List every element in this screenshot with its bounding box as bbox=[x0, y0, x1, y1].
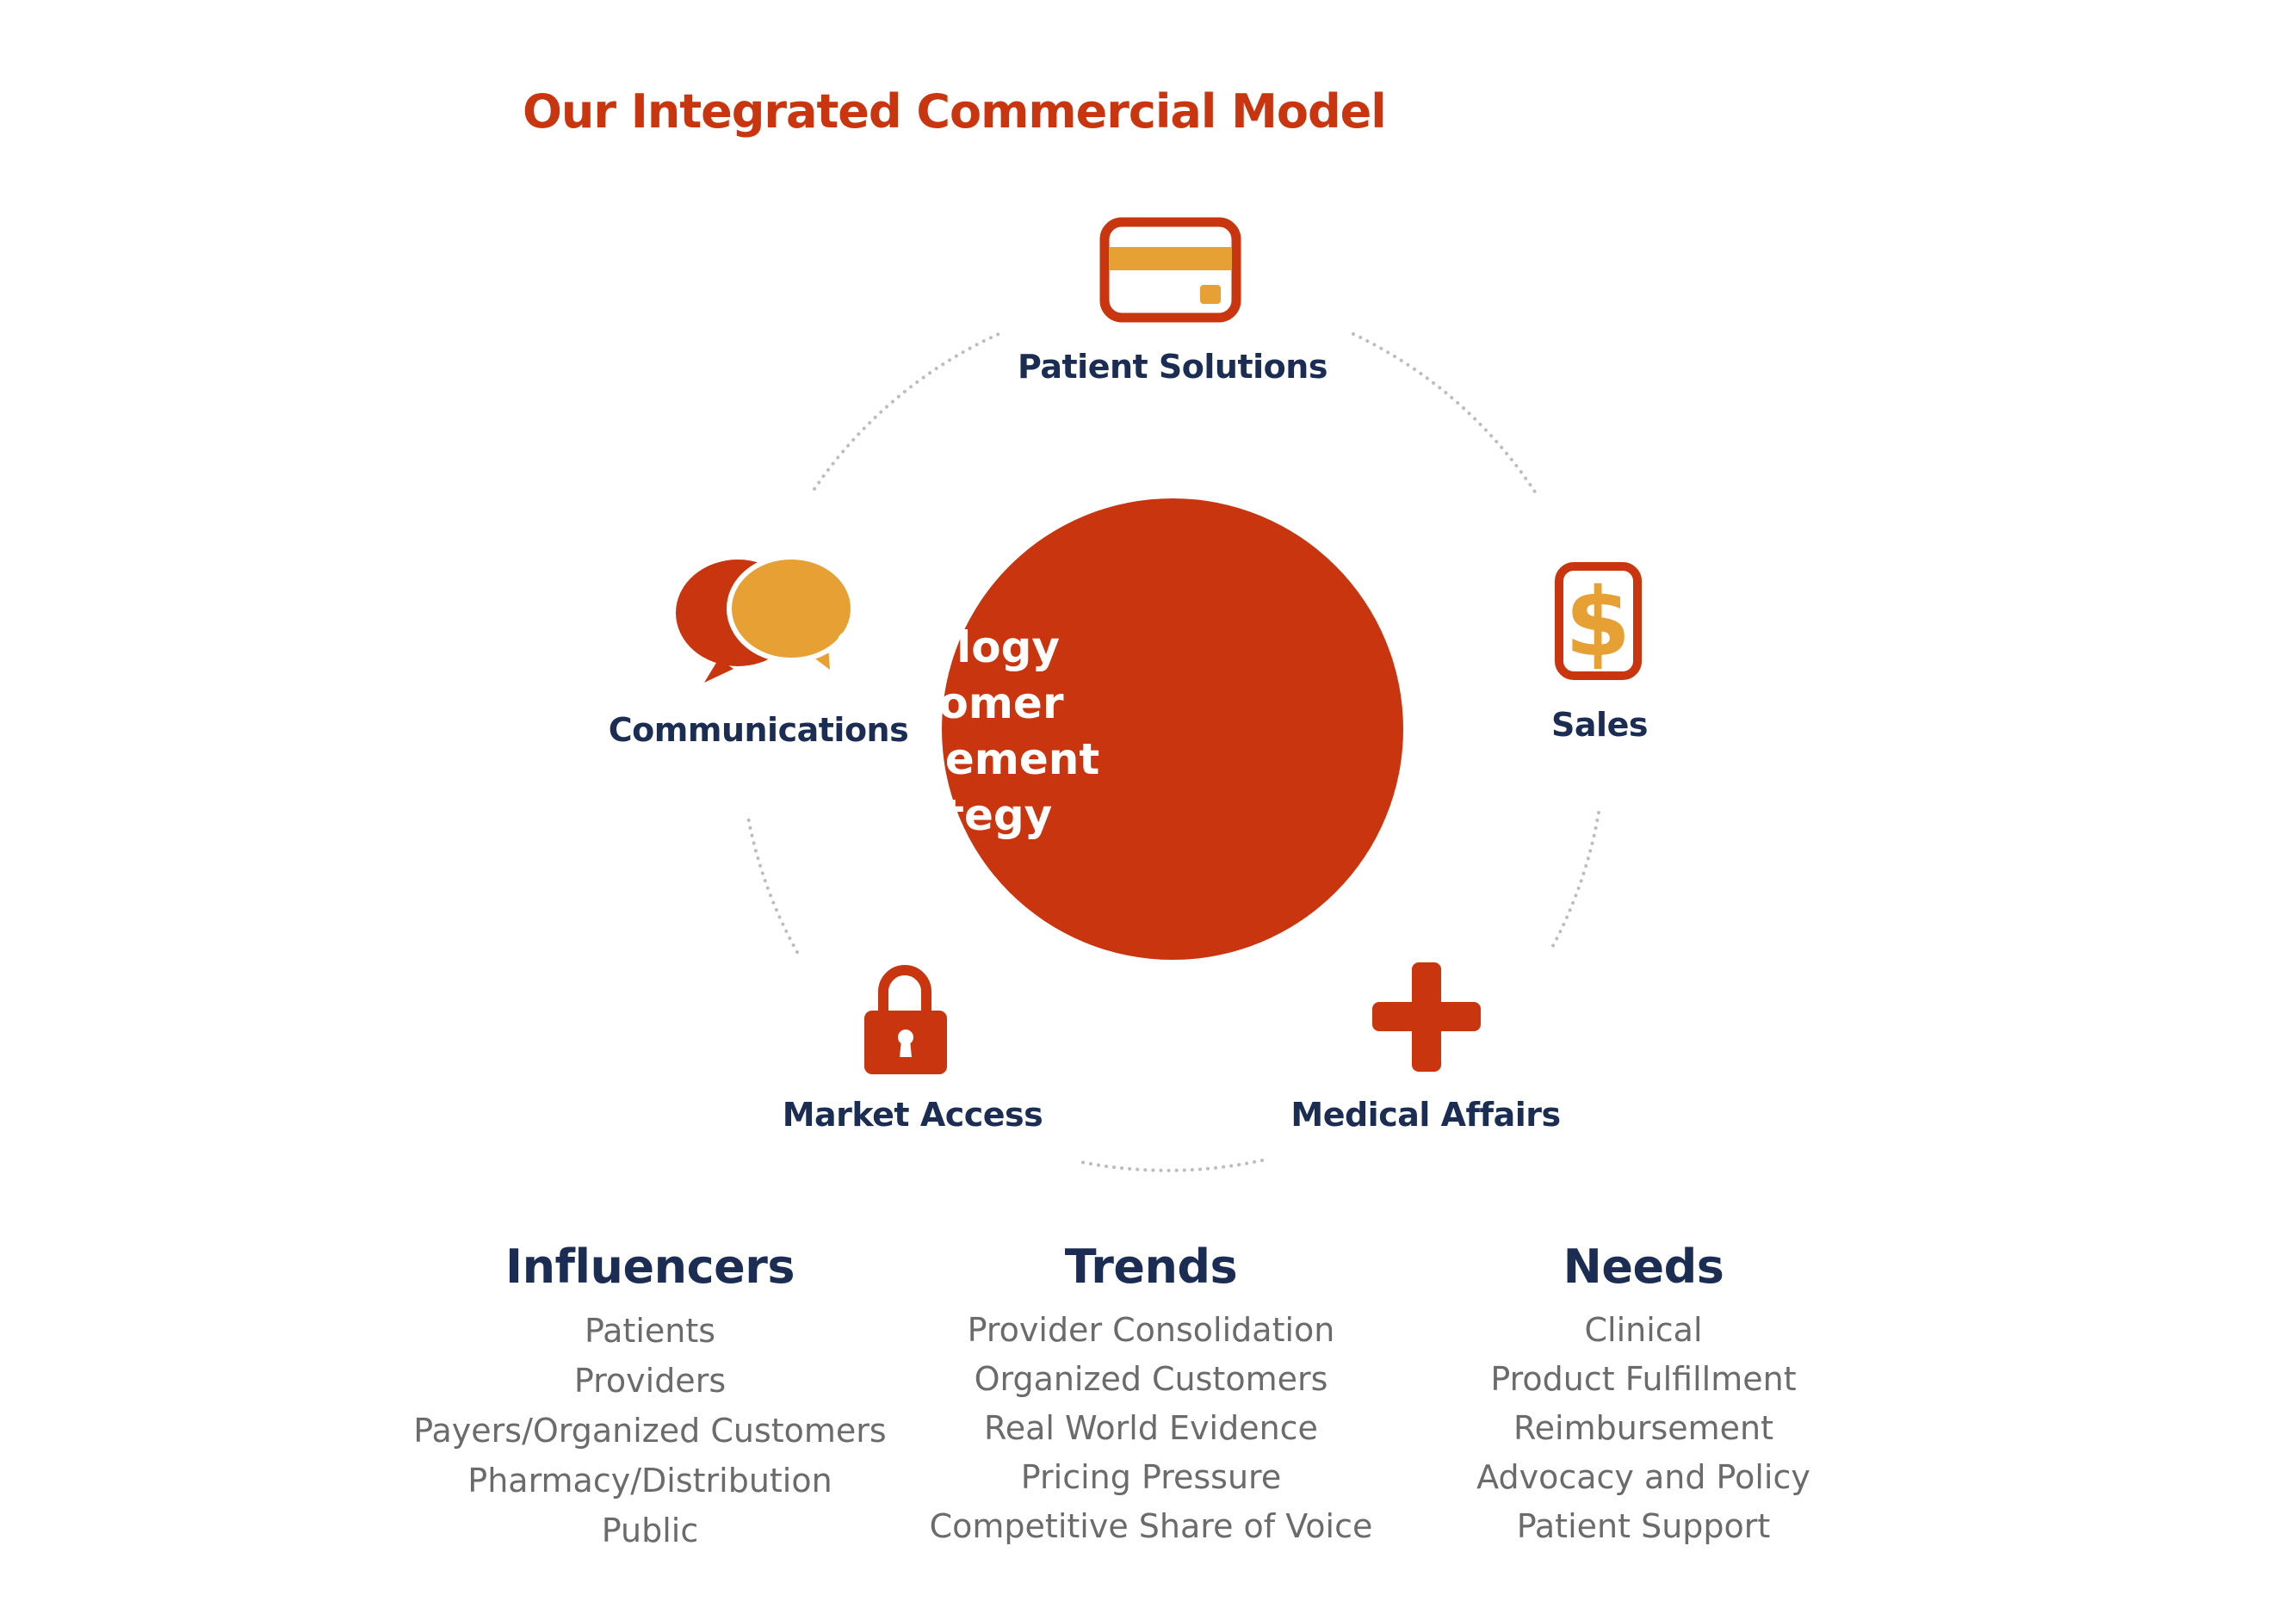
dollar-icon: $ bbox=[1555, 562, 1642, 680]
page-title: Our Integrated Commercial Model bbox=[523, 84, 1387, 139]
list-item: Pharmacy/Distribution bbox=[467, 1462, 832, 1500]
list-item: Public bbox=[601, 1512, 699, 1549]
center-label-line: Engagement bbox=[794, 734, 1100, 784]
arc-medical-affairs-market-access bbox=[1080, 1159, 1264, 1172]
center-label-line: Oncology bbox=[834, 622, 1060, 672]
influencers-heading: Influencers bbox=[505, 1240, 795, 1294]
credit-card-icon bbox=[1099, 217, 1241, 323]
needs-heading: Needs bbox=[1563, 1240, 1724, 1294]
node-label-patient-solutions: Patient Solutions bbox=[1018, 348, 1327, 386]
influencers-column: Influencers Patients Providers Payers/Or… bbox=[383, 1240, 917, 1555]
lock-icon bbox=[864, 965, 947, 1074]
center-label-line: Strategy bbox=[841, 790, 1053, 840]
trends-list: Provider Consolidation Organized Custome… bbox=[884, 1306, 1418, 1551]
list-item: Provider Consolidation bbox=[967, 1311, 1335, 1349]
center-label-line: Customer bbox=[830, 678, 1064, 728]
svg-text:$: $ bbox=[1565, 567, 1631, 677]
list-item: Pricing Pressure bbox=[1020, 1458, 1282, 1496]
node-label-market-access: Market Access bbox=[782, 1096, 1043, 1134]
node-label-communications: Communications bbox=[608, 711, 909, 749]
influencers-list: Patients Providers Payers/Organized Cust… bbox=[383, 1306, 917, 1555]
arc-patient-solutions-sales bbox=[1352, 332, 1539, 498]
speech-bubbles-icon bbox=[676, 554, 856, 683]
needs-list: Clinical Product Fulfillment Reimburseme… bbox=[1377, 1306, 1910, 1551]
list-item: Providers bbox=[573, 1362, 727, 1400]
list-item: Patients bbox=[584, 1312, 716, 1350]
plus-icon bbox=[1372, 962, 1481, 1072]
arc-market-access-communications bbox=[746, 811, 799, 954]
list-item: Organized Customers bbox=[974, 1360, 1328, 1398]
node-label-sales: Sales bbox=[1551, 706, 1648, 744]
list-item: Patient Support bbox=[1516, 1507, 1771, 1545]
connector-arcs bbox=[746, 332, 1600, 1172]
center-circle bbox=[942, 498, 1403, 960]
list-item: Competitive Share of Voice bbox=[929, 1507, 1373, 1545]
list-item: Clinical bbox=[1584, 1311, 1703, 1349]
center-label: Oncology Customer Engagement Strategy bbox=[715, 620, 1179, 844]
trends-heading: Trends bbox=[1064, 1240, 1238, 1294]
needs-column: Needs Clinical Product Fulfillment Reimb… bbox=[1377, 1240, 1910, 1551]
list-item: Product Fulfillment bbox=[1490, 1360, 1797, 1398]
list-item: Advocacy and Policy bbox=[1476, 1458, 1810, 1496]
list-item: Real World Evidence bbox=[984, 1409, 1318, 1447]
arc-sales-medical-affairs bbox=[1548, 811, 1600, 954]
list-item: Reimbursement bbox=[1513, 1409, 1774, 1447]
list-item: Payers/Organized Customers bbox=[413, 1412, 887, 1450]
node-label-medical-affairs: Medical Affairs bbox=[1290, 1096, 1561, 1134]
arc-communications-patient-solutions bbox=[813, 332, 1000, 491]
trends-column: Trends Provider Consolidation Organized … bbox=[884, 1240, 1418, 1551]
